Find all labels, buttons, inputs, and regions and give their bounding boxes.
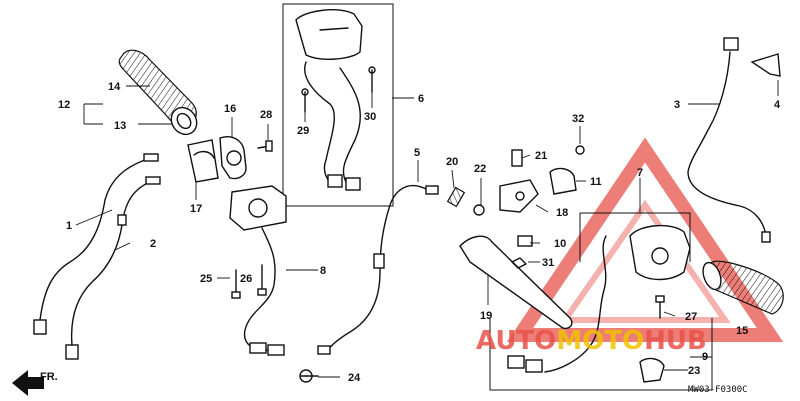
watermark-hub: HUB: [644, 326, 707, 356]
callout-20: 20: [446, 156, 458, 168]
grip-assembly: [118, 49, 198, 136]
switch-assembly-8: [229, 185, 287, 356]
lever-19: [459, 235, 573, 330]
callout-1: 1: [66, 220, 72, 232]
callout-11: 11: [590, 176, 602, 188]
holder-11: [549, 145, 585, 195]
screws-25-26: [231, 264, 267, 299]
switch-assembly-6: [295, 9, 363, 191]
watermark-text: AUTOMOTOHUB: [476, 326, 707, 356]
callout-14: 14: [108, 81, 121, 93]
callout-19: 19: [480, 310, 492, 322]
screws-29-30: [301, 66, 376, 113]
callout-13: 13: [114, 120, 126, 132]
callout-29: 29: [297, 125, 309, 137]
grip-15: [702, 260, 784, 315]
choke-cable-3-bracket-4: [687, 37, 781, 243]
callout-30: 30: [364, 111, 376, 123]
throttle-housing-16-17: [187, 136, 247, 183]
callouts: 1 2 3 4 5 6 7 8 9 10 11 12 13 14 15 16 1…: [58, 81, 781, 384]
leader-lines: [75, 80, 779, 378]
callout-23: 23: [688, 365, 700, 377]
box-switch-assembly-6: [282, 3, 394, 207]
callout-6: 6: [418, 93, 424, 105]
callout-27: 27: [685, 311, 697, 323]
callout-16: 16: [224, 103, 236, 115]
callout-17: 17: [190, 203, 202, 215]
callout-18: 18: [556, 207, 568, 219]
callout-25: 25: [200, 273, 212, 285]
callout-10: 10: [554, 238, 566, 250]
callout-2: 2: [150, 238, 156, 250]
callout-3: 3: [674, 99, 680, 111]
callout-12: 12: [58, 99, 70, 111]
throttle-cables-1-2: [33, 153, 161, 360]
callout-24: 24: [348, 372, 361, 384]
clutch-cable-5: [317, 185, 439, 355]
screw-28: [257, 140, 273, 152]
box-switch-assembly-7: [580, 212, 691, 262]
front-marker: FR.: [12, 370, 58, 396]
clamp-24: [299, 369, 319, 383]
callout-32: 32: [572, 113, 584, 125]
watermark-moto: MOTO: [556, 326, 644, 356]
svg-text:AUTOMOTOHUB: AUTOMOTOHUB: [476, 326, 707, 356]
switch-10-nut-31: [511, 235, 533, 269]
callout-8: 8: [320, 265, 326, 277]
front-marker-label: FR.: [40, 371, 58, 383]
callout-4: 4: [774, 99, 781, 111]
callout-26: 26: [240, 273, 252, 285]
switch-assembly-7: [507, 225, 691, 373]
box-harness-9: [489, 318, 713, 391]
callout-31: 31: [542, 257, 554, 269]
callout-15: 15: [736, 325, 748, 337]
callout-7: 7: [637, 167, 643, 179]
drawing-code: MW03-F0300C: [688, 385, 748, 395]
callout-9: 9: [702, 351, 708, 363]
watermark-auto: AUTO: [476, 326, 556, 356]
callout-22: 22: [474, 163, 486, 175]
screw-27: [655, 295, 665, 319]
clamp-23: [639, 357, 665, 383]
callout-28: 28: [260, 109, 272, 121]
clutch-bracket-18-22: [446, 149, 539, 216]
callout-5: 5: [414, 147, 420, 159]
callout-21: 21: [535, 150, 547, 162]
